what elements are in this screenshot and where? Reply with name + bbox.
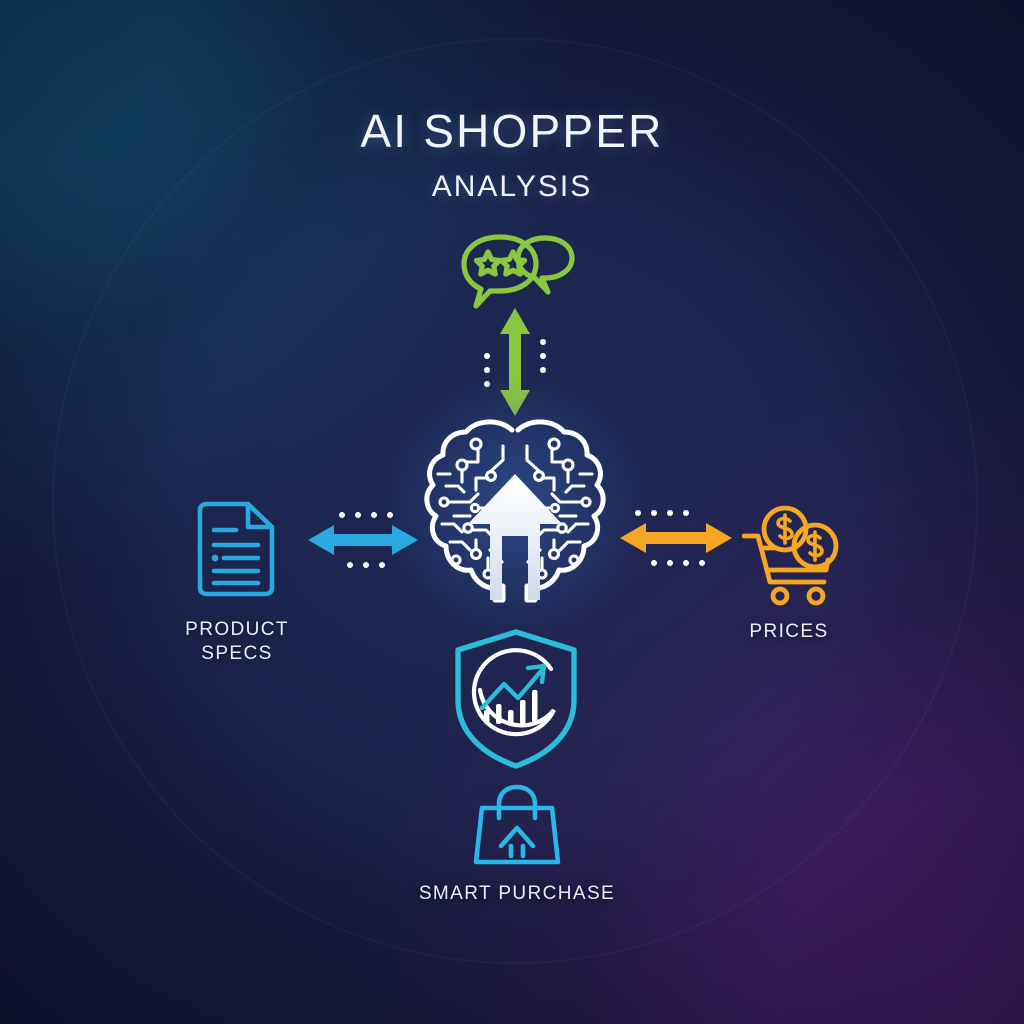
connector-right [620,510,732,566]
reviews-chat-bubbles-icon[interactable] [452,226,582,322]
connector-top [484,308,546,416]
smart-purchase-bag-icon[interactable] [470,784,564,868]
connector-left [308,512,418,568]
brain-circuit-arrow-icon[interactable] [418,412,612,608]
smart-purchase-shield-icon[interactable] [450,628,582,770]
prices-shopping-cart-icon[interactable] [742,498,842,610]
brain-up-arrow [468,474,562,600]
product-specs-document-icon[interactable] [192,500,280,600]
